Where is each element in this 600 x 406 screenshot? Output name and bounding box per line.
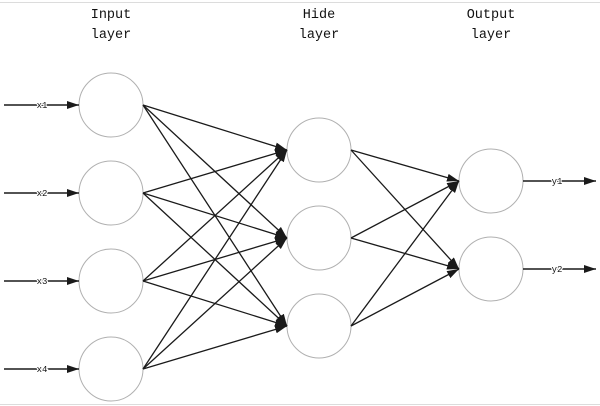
edge-input-layer-4-to-hide-layer-2 [142, 237, 288, 370]
output-label-y1: y1 [552, 177, 563, 187]
input-label-x1: x1 [37, 101, 48, 111]
input-label-x2: x2 [37, 189, 48, 199]
edge-input-layer-4-to-hide-layer-1 [142, 149, 288, 370]
output-layer-title-line-1: Output [467, 8, 516, 23]
output-layer-node-1 [458, 148, 524, 214]
hide-layer-node-2 [286, 205, 352, 271]
input-layer-title-line-1: Input [91, 8, 132, 23]
output-layer-node-2 [458, 236, 524, 302]
input-label-x3: x3 [37, 277, 48, 287]
edge-hide-layer-3-to-output-layer-1 [350, 180, 460, 327]
edge-hide-layer-1-to-output-layer-1 [350, 149, 460, 182]
output-label-y2: y2 [552, 265, 563, 275]
input-layer-node-2 [78, 160, 144, 226]
edges-group [142, 104, 460, 370]
hide-layer-title-line-1: Hide [303, 8, 335, 23]
edge-hide-layer-2-to-output-layer-1 [350, 180, 460, 239]
edge-input-layer-3-to-hide-layer-1 [142, 149, 288, 282]
input-label-x4: x4 [37, 365, 48, 375]
hide-layer-node-1 [286, 117, 352, 183]
input-layer-title-line-2: layer [91, 28, 132, 43]
edge-input-layer-2-to-hide-layer-1 [142, 149, 288, 194]
io-arrows-group: x1 x2 x3 x4 y1 y2 [4, 100, 596, 376]
edge-input-layer-4-to-hide-layer-3 [142, 325, 288, 370]
input-layer-node-4 [78, 336, 144, 402]
layer-titles: Input layer Hide layer Output layer [91, 8, 516, 43]
nodes-group [78, 72, 524, 402]
edge-hide-layer-3-to-output-layer-2 [350, 268, 460, 327]
input-layer-node-3 [78, 248, 144, 314]
output-layer-title-line-2: layer [471, 28, 512, 43]
input-layer-node-1 [78, 72, 144, 138]
hide-layer-node-3 [286, 293, 352, 359]
edge-input-layer-1-to-hide-layer-1 [142, 104, 288, 151]
hide-layer-title-line-2: layer [299, 28, 340, 43]
